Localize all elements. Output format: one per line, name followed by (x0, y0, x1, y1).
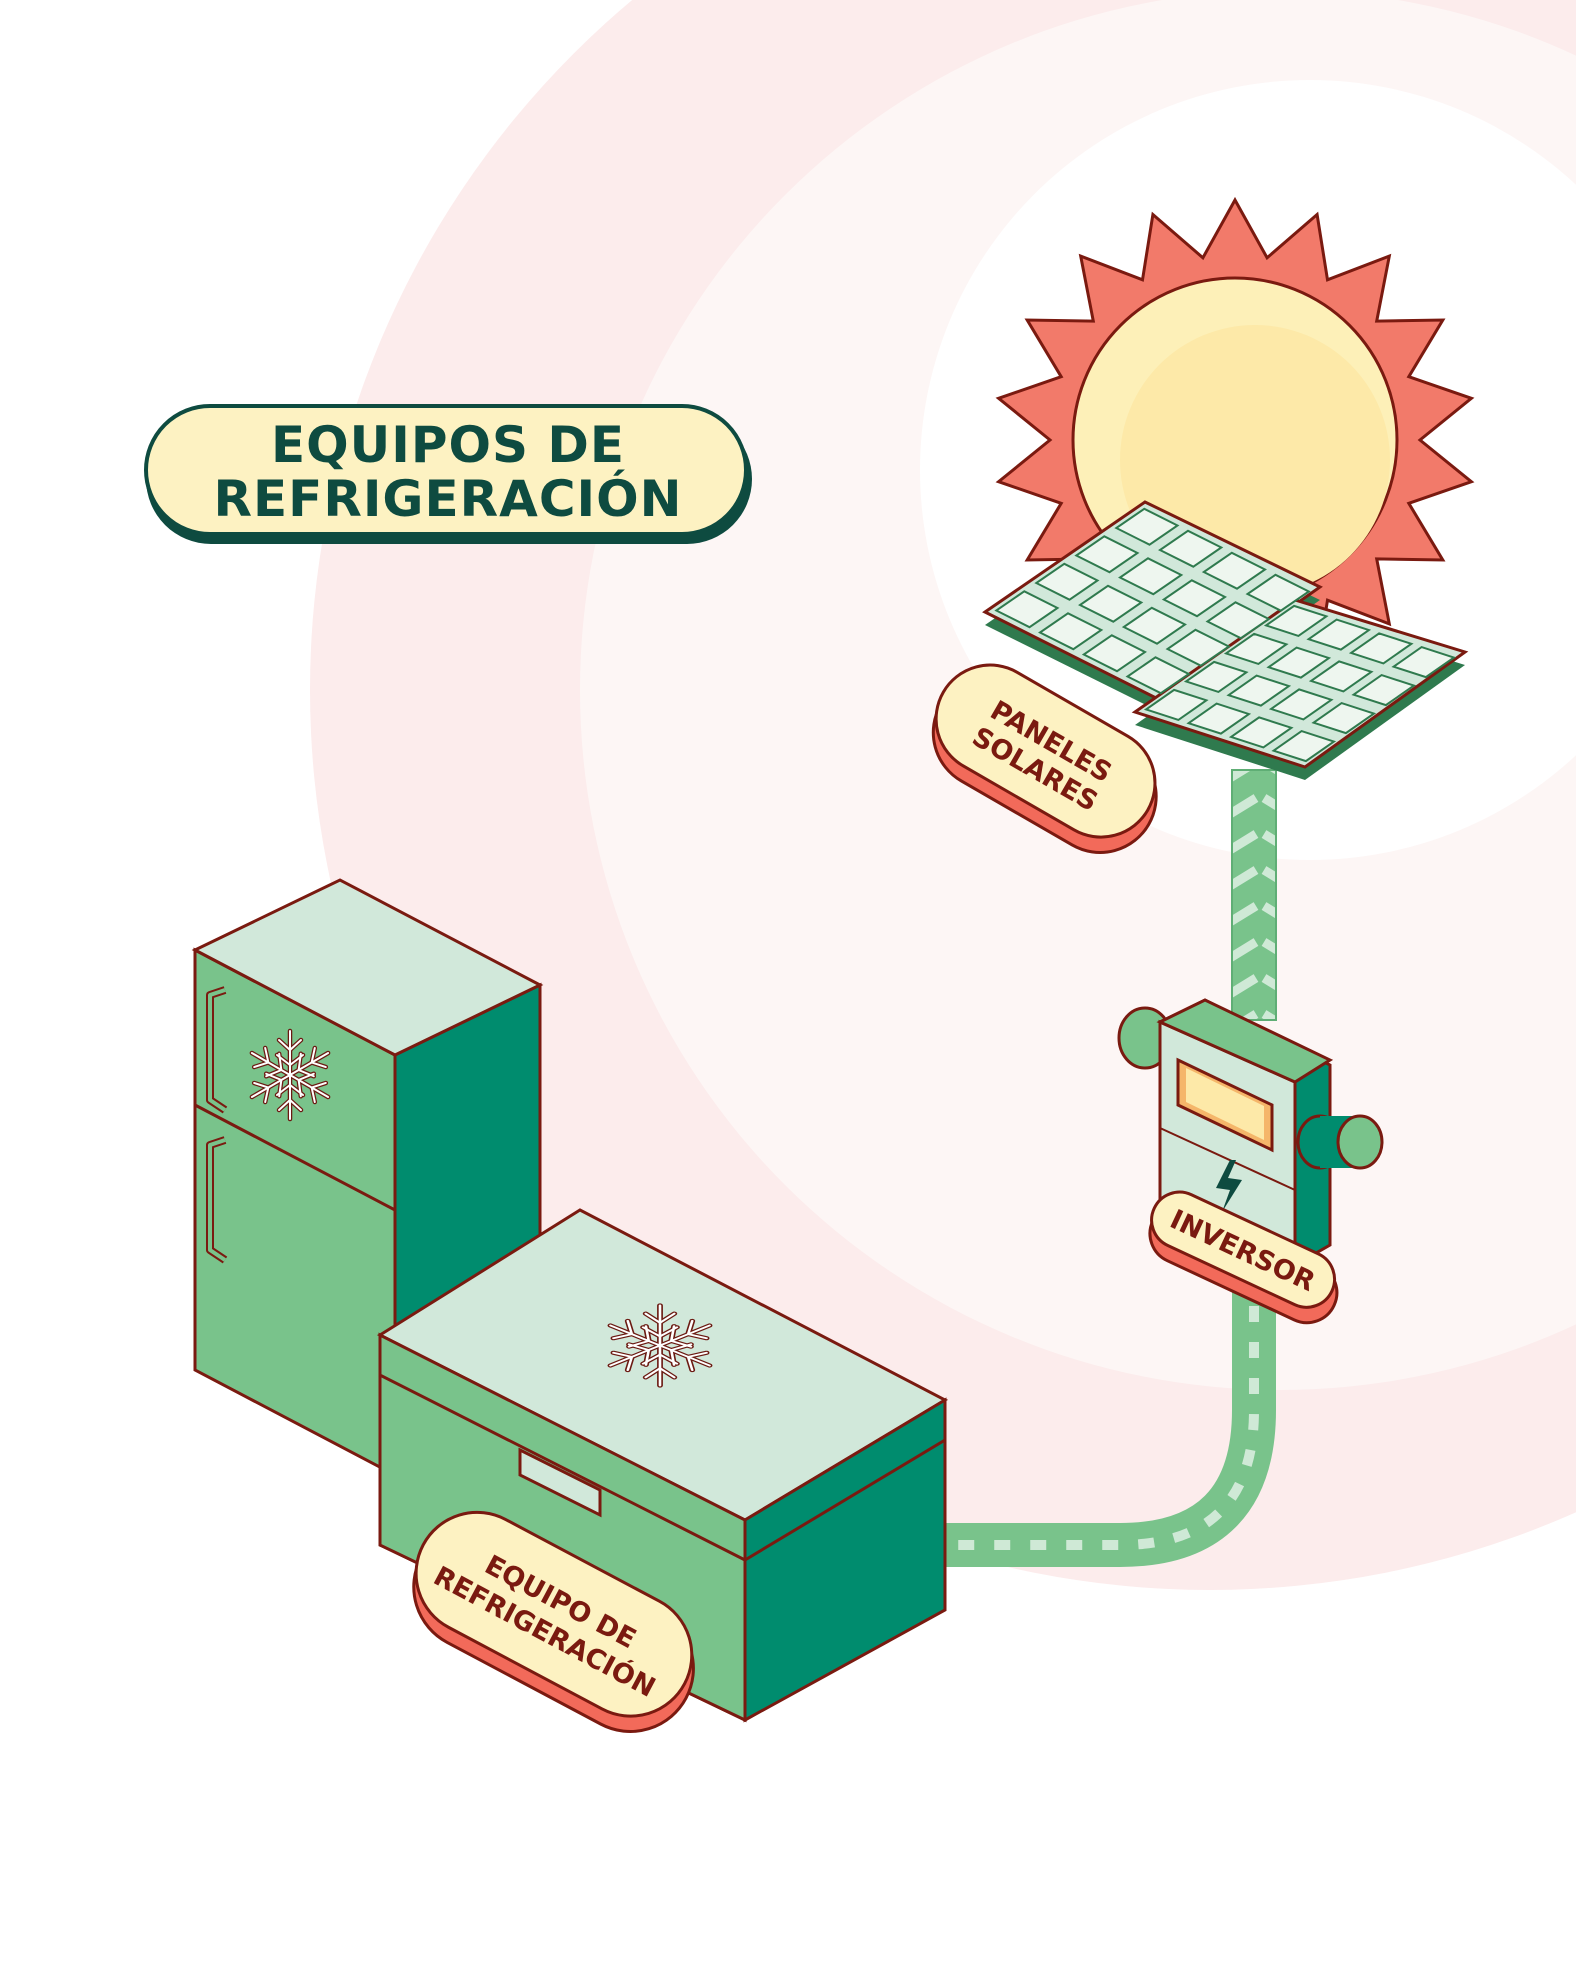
title-badge: EQUIPOS DE REFRIGERACIÓN (146, 406, 752, 544)
cable-panel-to-inverter (1232, 770, 1276, 1020)
title-line2: REFRIGERACIÓN (214, 469, 683, 528)
title-line1: EQUIPOS DE (271, 416, 625, 474)
